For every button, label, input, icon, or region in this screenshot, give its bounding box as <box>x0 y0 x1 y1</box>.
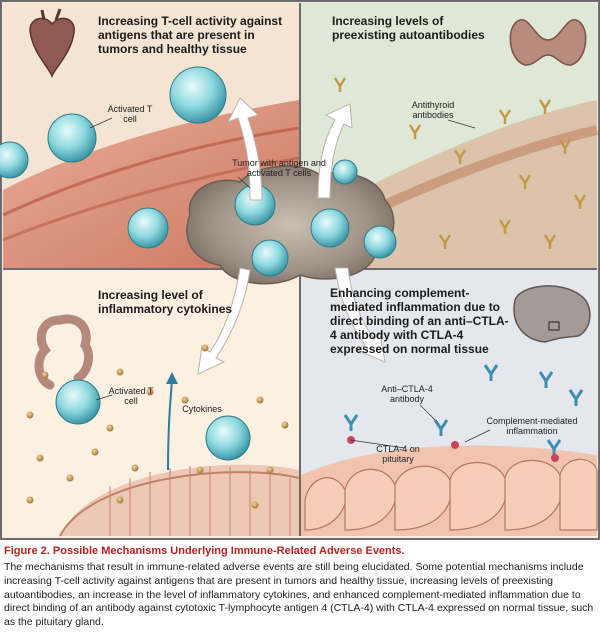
label-activated-tcell-bottom: Activated T cell <box>108 386 154 406</box>
label-complement: Complement-mediated inflammation <box>484 416 580 436</box>
panel-title-bottom-left: Increasing level of inflammatory cytokin… <box>98 288 258 316</box>
caption-heading: Figure 2. Possible Mechanisms Underlying… <box>4 544 596 558</box>
tcell-bottom-left-1 <box>56 380 100 424</box>
tcell-top-left-3 <box>128 208 168 248</box>
label-tumor: Tumor with antigen and activated T cells <box>218 158 340 178</box>
label-antithyroid-antibodies: Antithyroid antibodies <box>404 100 462 120</box>
caption-body: The mechanisms that result in immune-rel… <box>4 561 596 630</box>
caption-figure-number: Figure 2. <box>4 545 50 557</box>
label-ctla4-pituitary: CTLA-4 on pituitary <box>368 444 428 464</box>
panel-title-bottom-right: Enhancing complement-mediated inflammati… <box>330 286 512 356</box>
tcell-top-left-1 <box>48 114 96 162</box>
tcell-bottom-left-2 <box>206 416 250 460</box>
figure-caption: Figure 2. Possible Mechanisms Underlying… <box>4 544 596 630</box>
figure-illustration: Increasing T-cell activity against antig… <box>0 0 600 540</box>
panel-title-top-left: Increasing T-cell activity against antig… <box>98 14 290 56</box>
label-cytokines: Cytokines <box>178 404 226 414</box>
tcell-top-left-2 <box>170 67 226 123</box>
illustration-svg <box>0 0 600 540</box>
label-activated-tcell-top: Activated T cell <box>106 104 154 124</box>
caption-title: Possible Mechanisms Underlying Immune-Re… <box>53 545 405 557</box>
label-anti-ctla4: Anti–CTLA-4 antibody <box>374 384 440 404</box>
brain-icon <box>514 286 590 342</box>
panel-title-top-right: Increasing levels of preexisting autoant… <box>332 14 502 42</box>
